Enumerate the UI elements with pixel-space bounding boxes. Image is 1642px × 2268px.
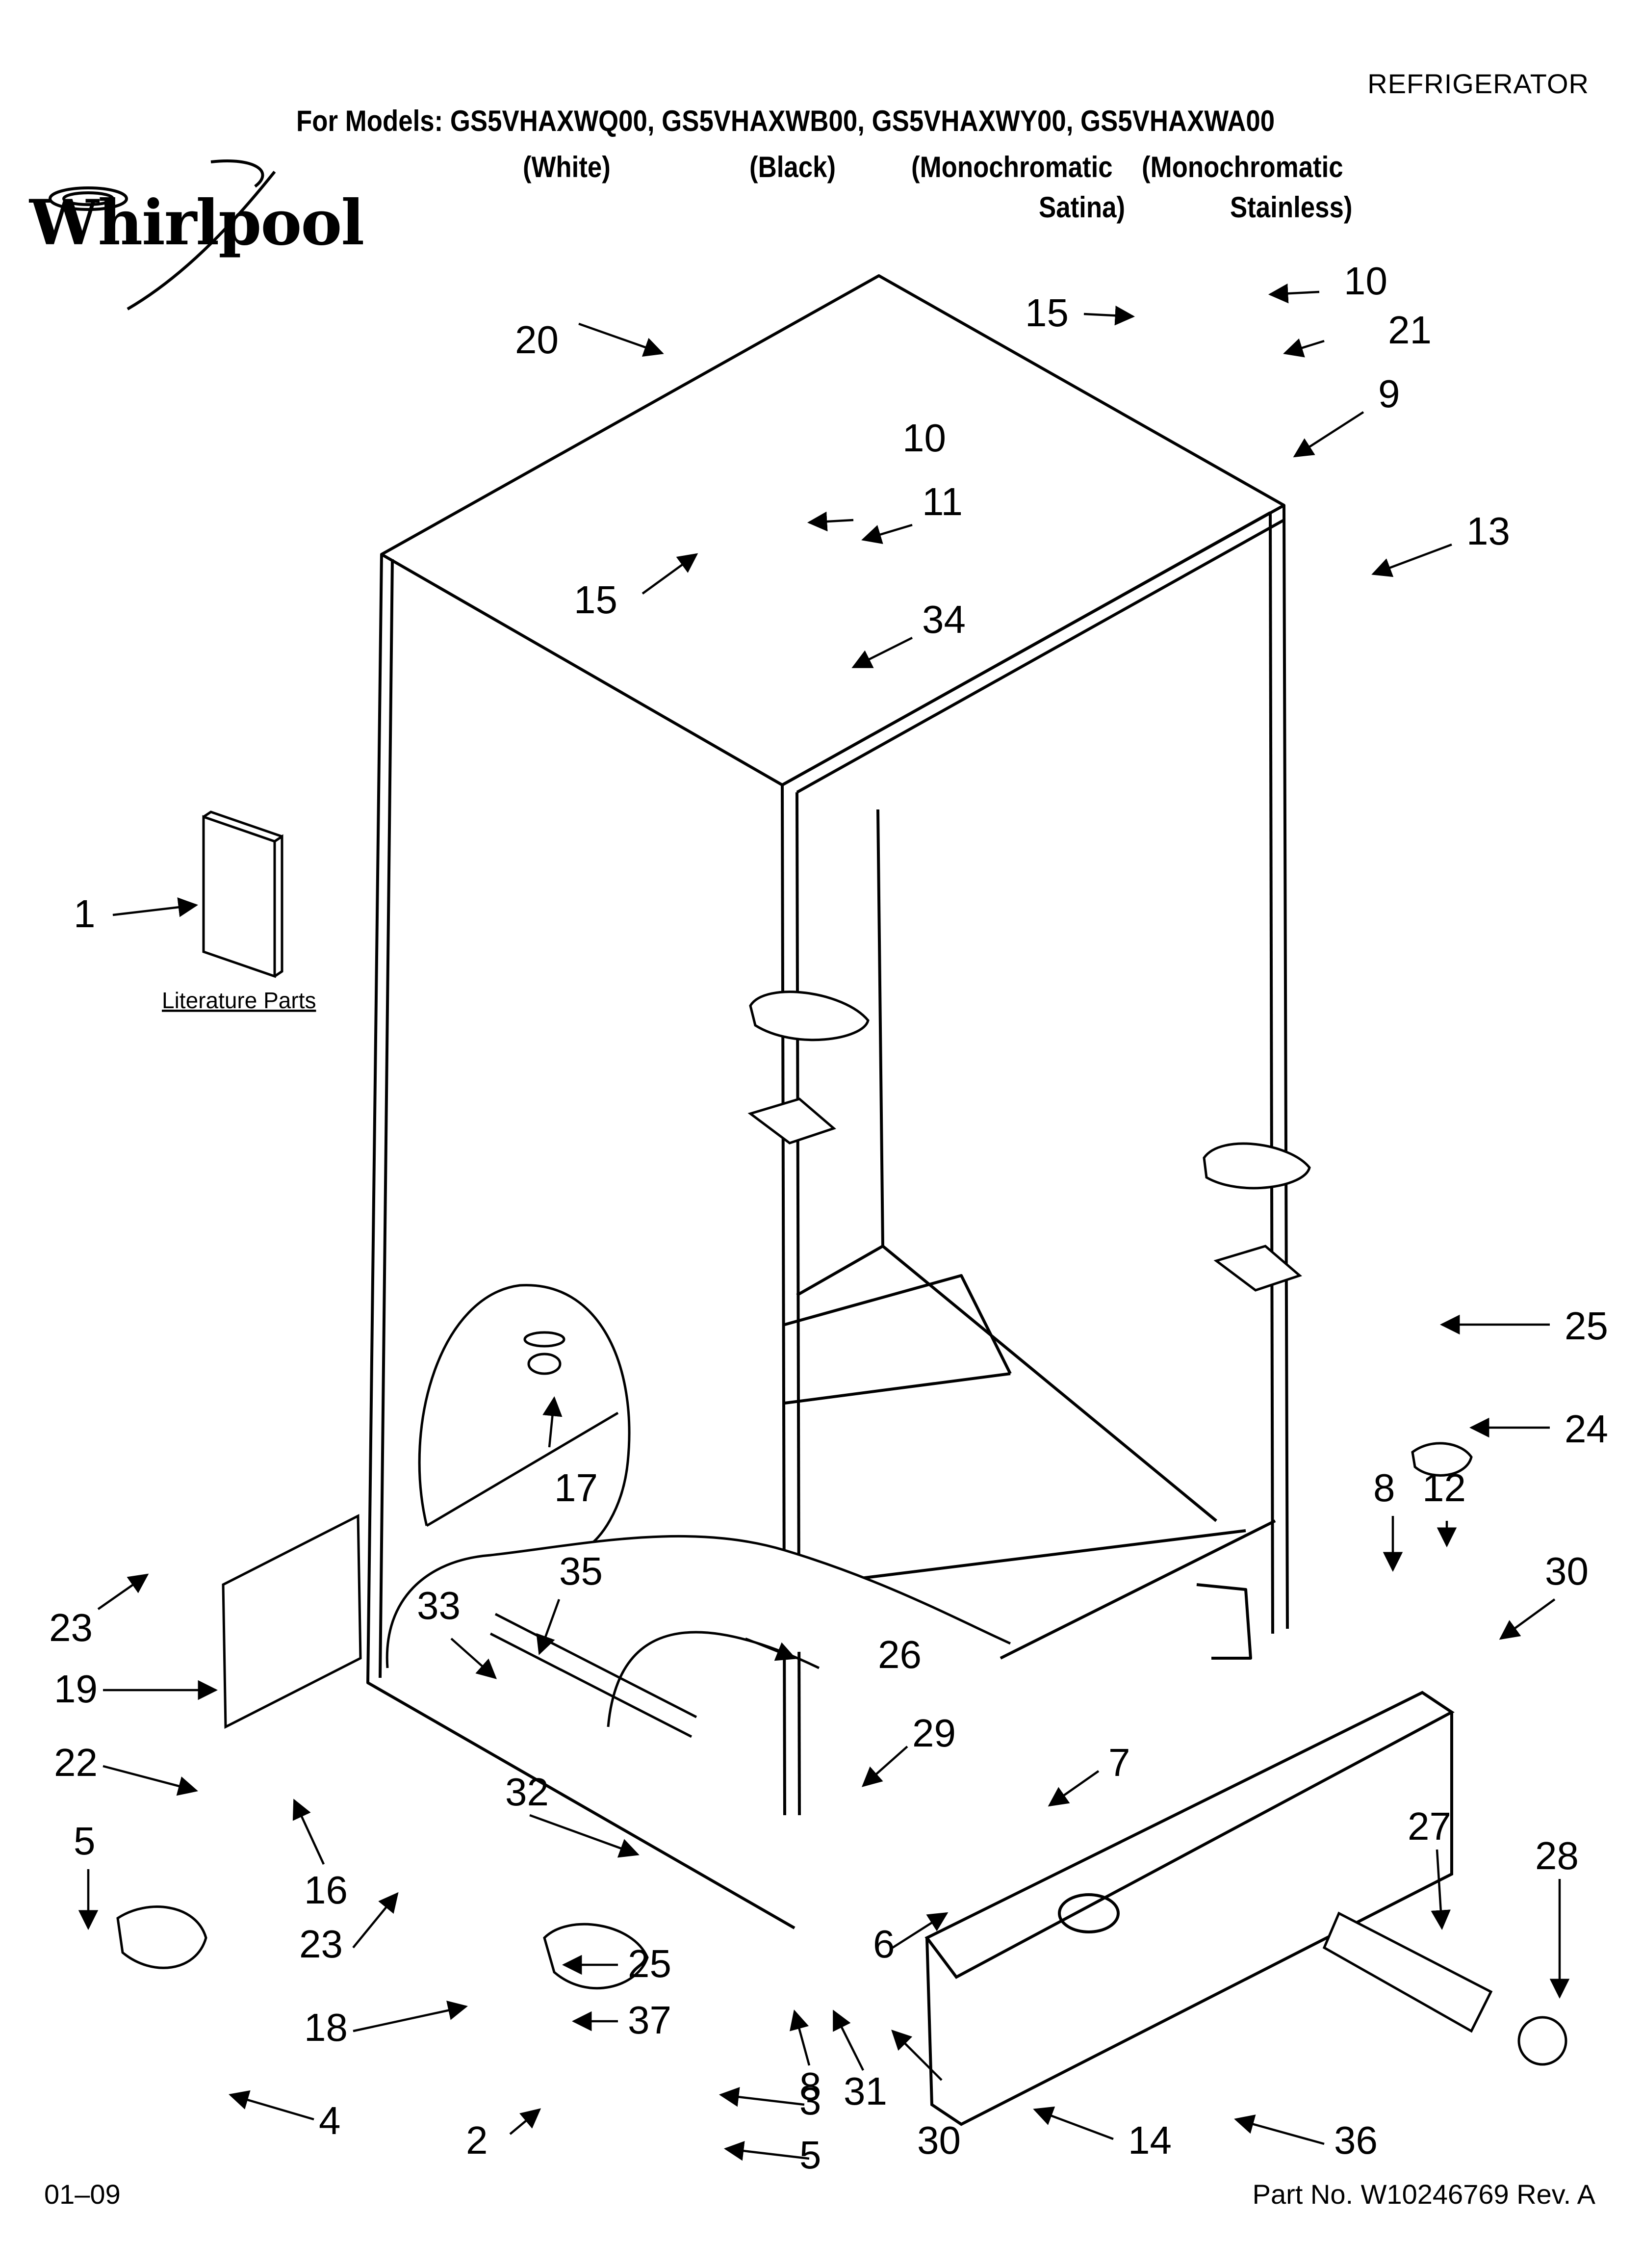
literature-parts-label: Literature Parts xyxy=(162,988,316,1013)
callout-4: 4 xyxy=(319,2099,341,2142)
callout-36: 36 xyxy=(1334,2118,1378,2162)
callout-12: 12 xyxy=(1422,1466,1466,1510)
callout-8: 8 xyxy=(799,2064,821,2108)
callout-17: 17 xyxy=(554,1466,598,1510)
callout-5-left: 5 xyxy=(74,1819,96,1863)
vent-grille-panel xyxy=(222,1513,362,1729)
callout-25: 25 xyxy=(628,1942,671,1985)
callout-29: 29 xyxy=(912,1711,956,1755)
callout-33: 33 xyxy=(417,1584,461,1627)
callout-34: 34 xyxy=(922,598,966,641)
callout-30-right: 30 xyxy=(1545,1549,1589,1593)
variant-white: (White) xyxy=(523,151,611,183)
water-inlet-cutaway xyxy=(418,1284,631,1547)
callout-37: 37 xyxy=(628,1998,671,2042)
category-label: REFRIGERATOR xyxy=(1367,68,1589,99)
variant-mono-satina-1: (Monochromatic xyxy=(911,151,1113,183)
callout-9: 9 xyxy=(1378,372,1400,416)
brand-swoosh-icon xyxy=(49,159,276,311)
variant-mono-stainless-2: Stainless) xyxy=(1230,191,1353,224)
literature-book-icon xyxy=(202,810,283,978)
callout-5: 5 xyxy=(799,2133,821,2177)
water-filter-icon xyxy=(1322,1911,1567,2066)
callout-16: 16 xyxy=(304,1868,348,1912)
callout-26: 26 xyxy=(878,1633,922,1676)
base-grille xyxy=(924,1691,1455,2126)
callout-31: 31 xyxy=(844,2069,887,2113)
callout-1: 1 xyxy=(74,892,96,936)
variant-mono-stainless-1: (Monochromatic xyxy=(1142,151,1343,183)
models-line: For Models: GS5VHAXWQ00, GS5VHAXWB00, GS… xyxy=(296,104,1275,137)
variant-black: (Black) xyxy=(749,151,836,183)
callout-28: 28 xyxy=(1535,1834,1579,1877)
callout-18: 18 xyxy=(304,2006,348,2049)
callout-20: 20 xyxy=(515,318,559,362)
refrigerator-cabinet xyxy=(366,274,1289,1929)
callout-19: 19 xyxy=(54,1667,98,1711)
callout-15: 15 xyxy=(574,578,617,622)
callout-32: 32 xyxy=(505,1770,549,1814)
callout-6: 6 xyxy=(873,1922,895,1966)
date-code: 01–09 xyxy=(44,2179,121,2210)
callout-22: 22 xyxy=(54,1741,98,1784)
callout-2: 2 xyxy=(466,2118,488,2162)
callout-23-left: 23 xyxy=(49,1606,93,1649)
callout-25-right: 25 xyxy=(1565,1304,1608,1348)
callout-24: 24 xyxy=(1565,1407,1608,1451)
callout-10: 10 xyxy=(902,416,946,460)
callout-14: 14 xyxy=(1128,2118,1172,2162)
callout-13: 13 xyxy=(1466,509,1510,553)
callout-30: 30 xyxy=(917,2118,961,2162)
callout-21: 21 xyxy=(1388,308,1432,352)
callout-8-right: 8 xyxy=(1373,1466,1395,1510)
callout-3: 3 xyxy=(799,2079,821,2123)
callout-23: 23 xyxy=(299,1922,343,1966)
callout-11: 11 xyxy=(922,480,963,523)
callout-15-top: 15 xyxy=(1025,291,1069,335)
callout-10-top: 10 xyxy=(1344,259,1387,303)
callout-27: 27 xyxy=(1408,1804,1451,1848)
callout-numbers: 20 15 10 21 9 10 11 15 34 13 1 25 24 8 1… xyxy=(49,259,1608,2177)
brand-logo: Whirlpool xyxy=(29,186,364,259)
variant-mono-satina-2: Satina) xyxy=(1039,191,1126,224)
callout-leaders xyxy=(78,283,1570,2161)
part-number: Part No. W10246769 Rev. A xyxy=(1252,2179,1595,2210)
callout-7: 7 xyxy=(1108,1741,1130,1784)
callout-35: 35 xyxy=(559,1549,603,1593)
hinge-parts xyxy=(116,991,1473,1990)
